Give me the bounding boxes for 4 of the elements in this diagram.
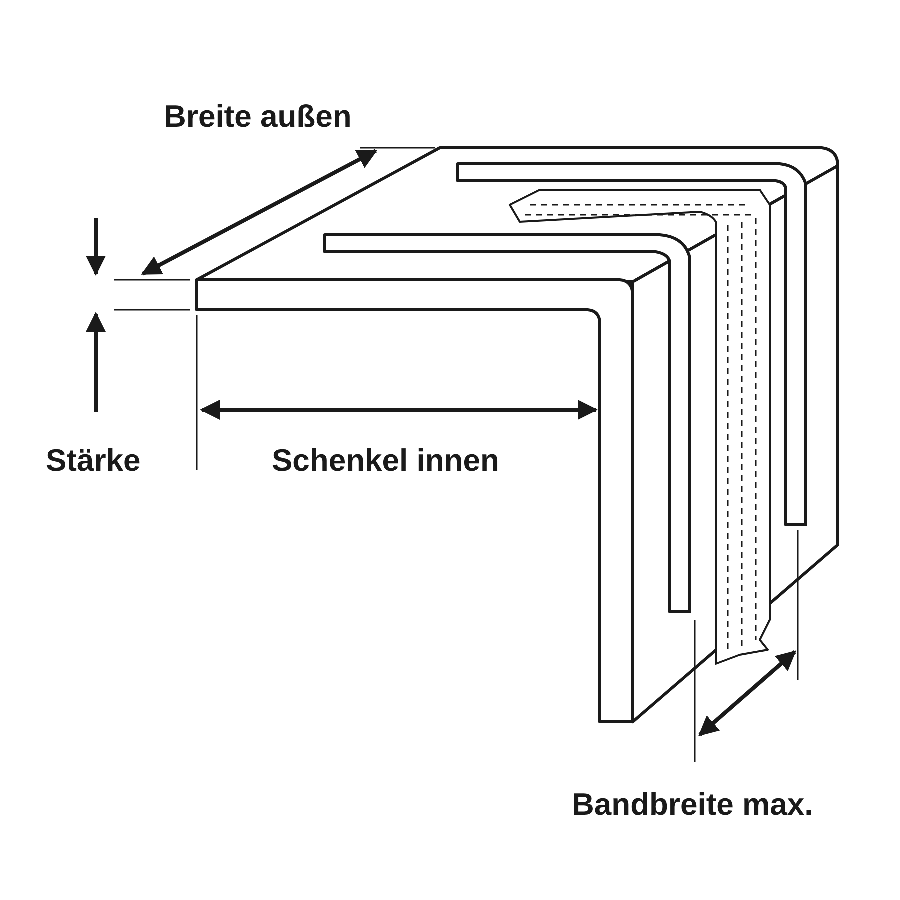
dimension-label: Schenkel innen xyxy=(272,442,500,480)
dimension-label: Stärke xyxy=(46,442,141,480)
dimension-label: Breite außen xyxy=(164,98,352,136)
dimension-label: Bandbreite max. xyxy=(572,786,814,824)
